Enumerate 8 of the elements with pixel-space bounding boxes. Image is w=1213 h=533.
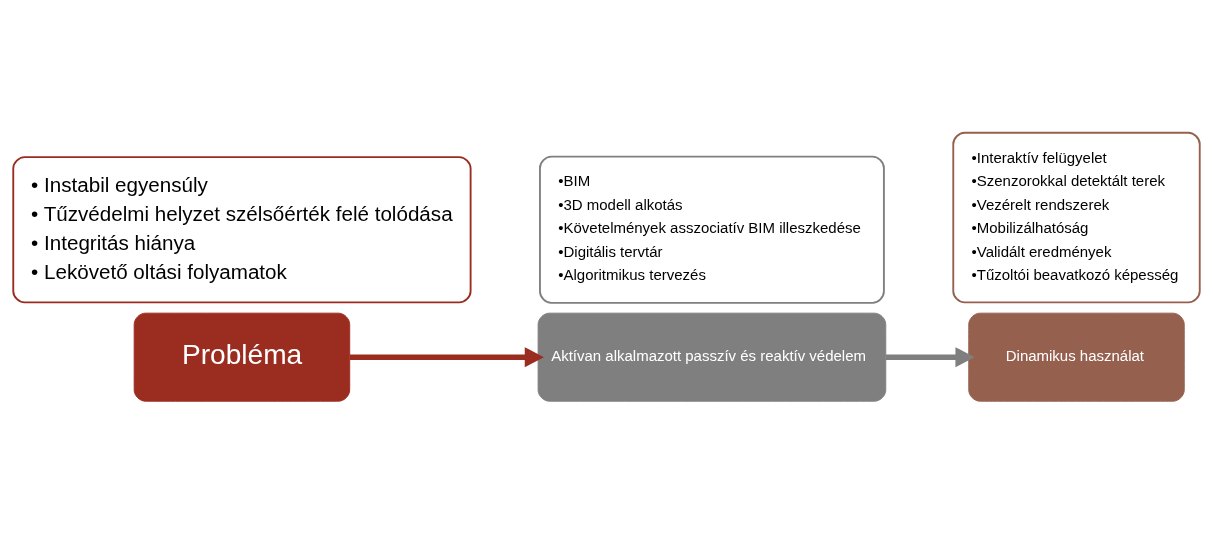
node-box: •Interaktív felügyelet •Szenzorokkal detektált terek •Vezérelt rendszerek •Mobilizálhatóság •Validált eredmények •Tűzoltói beavatkozó képesség (952, 131, 1201, 303)
node-box: Probléma (133, 312, 351, 402)
node-box: • Instabil egyensúly • Tűzvédelmi helyzet szélsőérték felé tolódása • Integritás hiánya • Lekövető oltási folyamatok (12, 155, 472, 303)
node-box: •BIM •3D modell alkotás •Követelmények asszociatív BIM illeszkedése •Digitális tervtár •Algoritmikus tervezés (539, 155, 885, 304)
node-box: Dinamikus használat (968, 312, 1185, 402)
arrow (886, 346, 975, 367)
arrow (349, 346, 544, 367)
node-box: Aktívan alkalmazott passzív és reaktív védelem (537, 312, 887, 402)
